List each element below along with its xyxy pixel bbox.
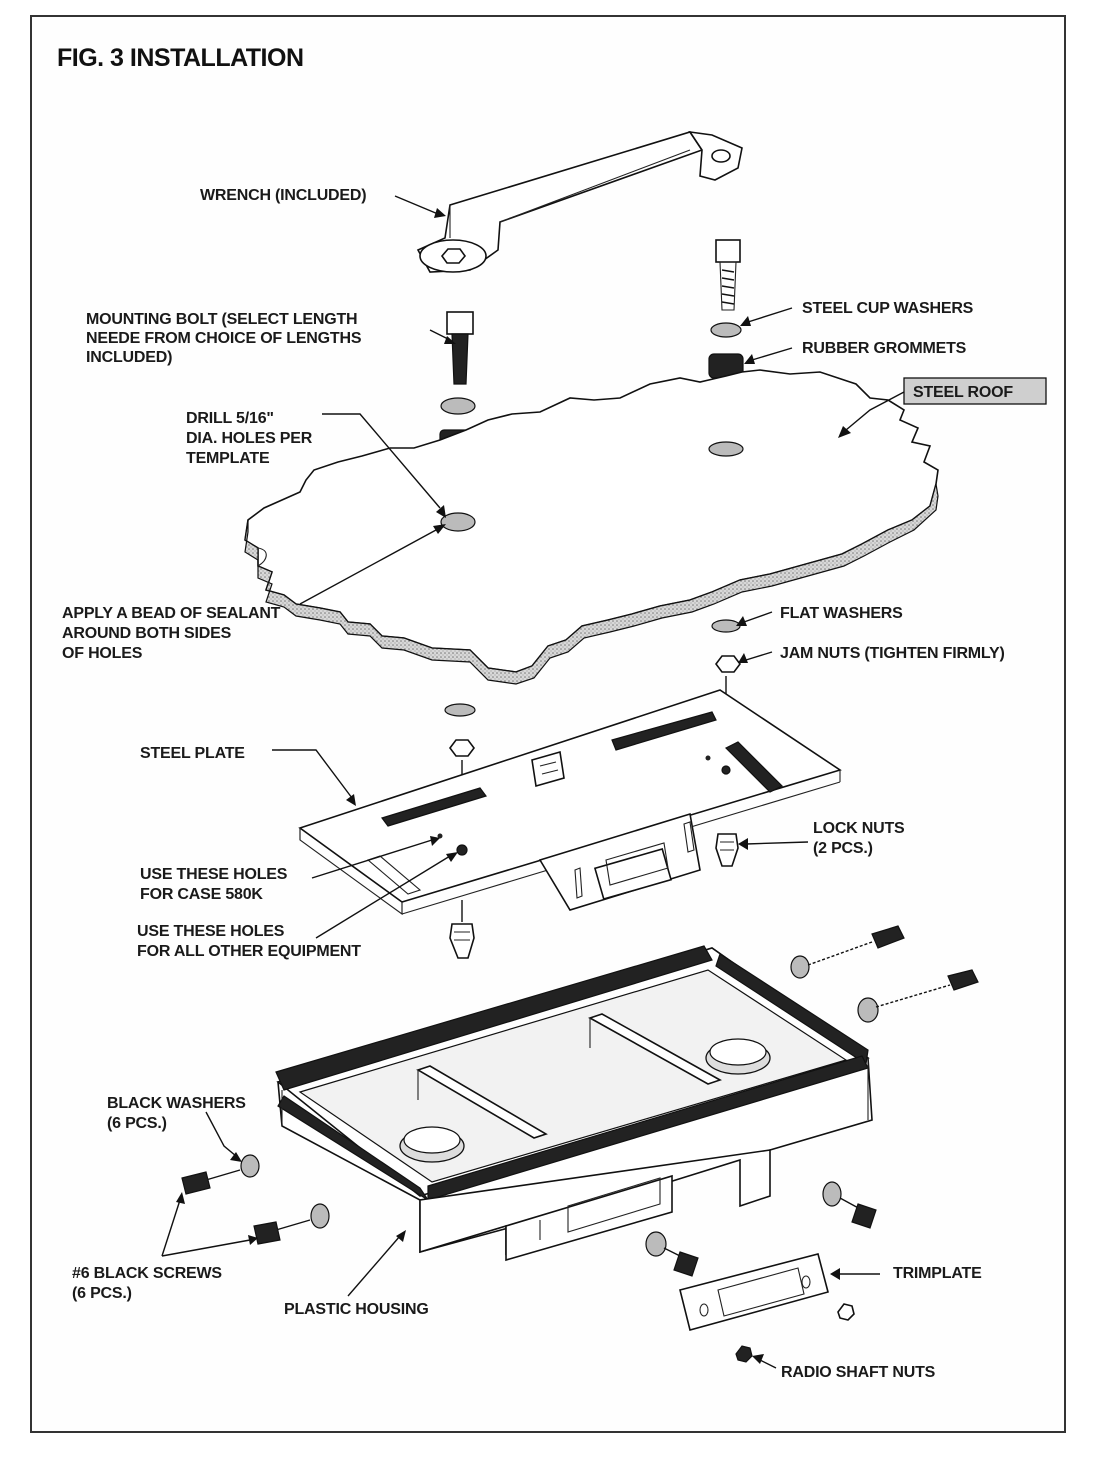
lock-nuts: [449, 833, 739, 959]
side-screws: [181, 925, 979, 1277]
label-steel-plate: STEEL PLATE: [140, 745, 245, 762]
label-lock-nuts-2: (2 PCS.): [813, 840, 873, 857]
label-radio-shaft-nuts: RADIO SHAFT NUTS: [781, 1364, 936, 1381]
label-rubber-grommets: RUBBER GROMMETS: [802, 340, 967, 357]
label-holes-case-1: USE THESE HOLES: [140, 866, 288, 883]
label-drill-2: DIA. HOLES PER: [186, 430, 313, 447]
label-mounting-bolt-3: INCLUDED): [86, 349, 172, 366]
label-jam-nuts: JAM NUTS (TIGHTEN FIRMLY): [780, 645, 1005, 662]
label-drill-3: TEMPLATE: [186, 450, 270, 467]
label-wrench: WRENCH (INCLUDED): [200, 187, 366, 204]
label-drill-1: DRILL 5/16": [186, 410, 274, 427]
label-sealant-3: OF HOLES: [62, 645, 143, 662]
leader-lines: [161, 195, 905, 1369]
plastic-housing: [275, 945, 873, 1262]
figure-title: FIG. 3 INSTALLATION: [57, 44, 304, 72]
label-holes-other-1: USE THESE HOLES: [137, 923, 285, 940]
label-steel-roof: STEEL ROOF: [913, 384, 1013, 401]
label-black-washers-1: BLACK WASHERS: [107, 1095, 246, 1112]
trimplate: [679, 1253, 855, 1363]
label-black-screws-2: (6 PCS.): [72, 1285, 132, 1302]
steel-roof: [244, 369, 939, 685]
label-holes-other-2: FOR ALL OTHER EQUIPMENT: [137, 943, 361, 960]
label-flat-washers: FLAT WASHERS: [780, 605, 903, 622]
steel-roof-tag: [903, 377, 1047, 405]
wrench-part: [416, 130, 743, 273]
label-steel-cup-washers: STEEL CUP WASHERS: [802, 300, 974, 317]
label-sealant-1: APPLY A BEAD OF SEALANT: [62, 605, 281, 622]
label-mounting-bolt-1: MOUNTING BOLT (SELECT LENGTH: [86, 311, 357, 328]
label-holes-case-2: FOR CASE 580K: [140, 886, 263, 903]
steel-plate: [298, 689, 842, 916]
label-sealant-2: AROUND BOTH SIDES: [62, 625, 232, 642]
label-black-screws-1: #6 BLACK SCREWS: [72, 1265, 222, 1282]
label-lock-nuts-1: LOCK NUTS: [813, 820, 905, 837]
label-mounting-bolt-2: NEEDE FROM CHOICE OF LENGTHS: [86, 330, 362, 347]
label-trimplate: TRIMPLATE: [893, 1265, 982, 1282]
label-plastic-housing: PLASTIC HOUSING: [284, 1301, 429, 1318]
label-black-washers-2: (6 PCS.): [107, 1115, 167, 1132]
